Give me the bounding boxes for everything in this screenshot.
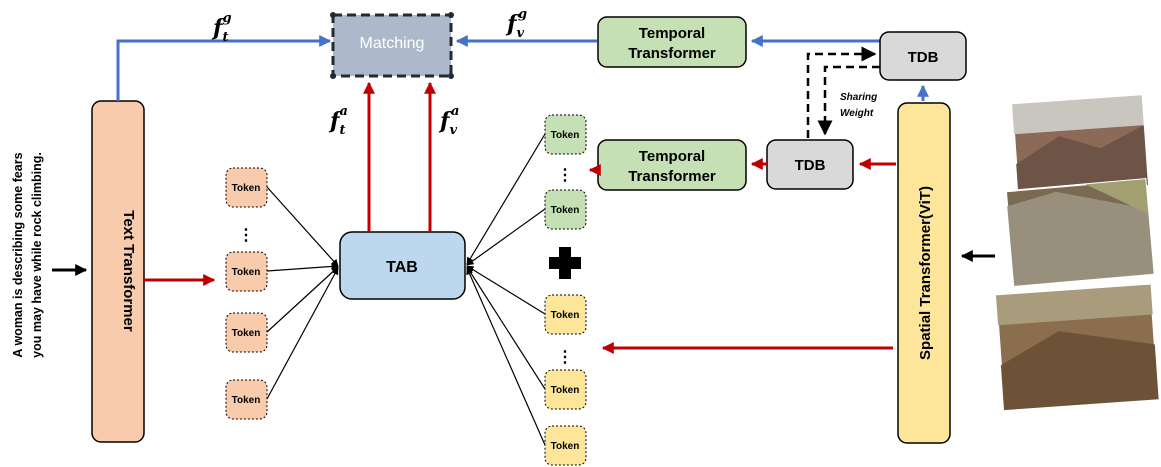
spatial-token-label: Token	[551, 310, 580, 321]
text-token-label: Token	[232, 183, 261, 194]
temporal-token-label: Token	[551, 130, 580, 141]
text-token-label: Token	[232, 395, 261, 406]
temporal-token-ellipsis: ⋮	[557, 167, 573, 184]
text-token	[225, 167, 268, 208]
temporal-transformer-top-box	[597, 16, 747, 68]
feature-fva: fva	[438, 104, 459, 138]
spatial-token	[544, 369, 587, 410]
text-token-label: Token	[232, 267, 261, 278]
plus-icon	[549, 247, 581, 279]
temporal-token-label: Token	[551, 205, 580, 216]
temporal-tokens: Token ⋮ Token	[544, 114, 587, 230]
video-token-connectors	[466, 133, 546, 446]
tab-label: TAB	[386, 259, 418, 276]
spatial-token-label: Token	[551, 385, 580, 396]
tdb-top-box	[879, 31, 967, 81]
spatial-transformer-box	[897, 102, 951, 444]
video-frames	[994, 94, 1160, 412]
text-token	[225, 379, 268, 420]
temporal-transformer-bottom-line-1: Temporal	[639, 148, 705, 165]
spatial-tokens: Token ⋮ Token Token	[544, 294, 587, 466]
matching-box	[331, 13, 453, 78]
text-tokens: Token ⋮ Token Token Token	[225, 167, 268, 420]
text-transformer-label: Text Transformer	[120, 210, 137, 332]
matching-box-handle	[448, 12, 454, 18]
temporal-transformer-top-line-2: Transformer	[628, 45, 716, 62]
caption-line-1: A woman is describing some fears	[11, 152, 25, 357]
temporal-transformer-top-line-1: Temporal	[639, 25, 705, 42]
text-token-label: Token	[232, 328, 261, 339]
feature-fvg: fvg	[505, 7, 527, 41]
text-token	[225, 312, 268, 353]
spatial-token	[544, 294, 587, 335]
matching-box-handle	[330, 12, 336, 18]
caption-line-2: you may have while rock climbing.	[30, 152, 44, 358]
sharing-weight-dashed-arrow-2	[817, 65, 880, 136]
spatial-transformer-label: Spatial Transformer(ViT)	[917, 186, 934, 360]
feature-fta: fta	[328, 104, 348, 138]
text-token-ellipsis: ⋮	[238, 227, 254, 244]
text-global-arrow	[116, 35, 332, 101]
feature-ftg: ftg	[211, 11, 232, 45]
tdb-top-label: TDB	[908, 49, 939, 66]
matching-box-handle	[448, 73, 454, 79]
spatial-token-ellipsis: ⋮	[557, 349, 573, 366]
matching-box-handle	[330, 73, 336, 79]
spatial-token-label: Token	[551, 441, 580, 452]
sharing-weight-dashed-arrow-1	[806, 46, 877, 138]
matching-label: Matching	[360, 35, 425, 52]
tdb-bottom-label: TDB	[795, 157, 826, 174]
text-token	[225, 251, 268, 292]
sharing-weight-line-1: Sharing	[840, 92, 877, 103]
text-token-connectors	[266, 186, 339, 400]
tab-box	[339, 231, 466, 300]
spatial-token	[544, 425, 587, 466]
temporal-transformer-bottom-line-2: Transformer	[628, 168, 716, 185]
sharing-weight-line-2: Weight	[840, 108, 874, 119]
